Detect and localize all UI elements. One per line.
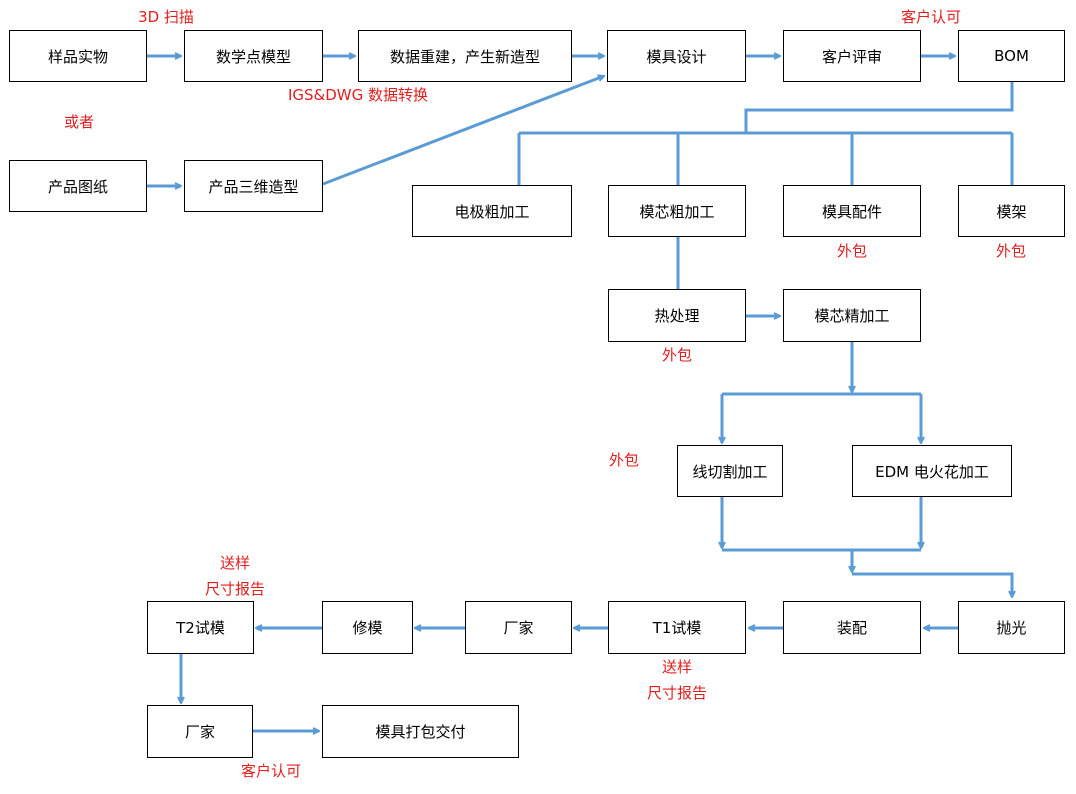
note-customer-approve-bottom: 客户认可 <box>240 762 302 780</box>
arrow-to-polish <box>852 572 1012 597</box>
node-heat: 热处理 <box>608 289 746 342</box>
node-customer-review: 客户评审 <box>783 30 921 82</box>
node-model3d: 产品三维造型 <box>184 160 323 212</box>
node-core-fine: 模芯精加工 <box>783 289 921 342</box>
node-t1: T1试模 <box>608 601 746 654</box>
node-wire-cut: 线切割加工 <box>677 445 783 497</box>
note-t1-size-report: 尺寸报告 <box>646 684 708 702</box>
note-outsource-heat: 外包 <box>661 346 693 364</box>
node-factory2: 厂家 <box>147 705 253 758</box>
node-rebuild: 数据重建，产生新造型 <box>358 30 572 82</box>
node-mold-design: 模具设计 <box>607 30 746 82</box>
note-outsource-wire: 外包 <box>608 451 640 469</box>
note-outsource-parts: 外包 <box>836 242 868 260</box>
note-t2-send-sample: 送样 <box>219 554 251 572</box>
node-point-model: 数学点模型 <box>184 30 323 82</box>
note-t2-size-report: 尺寸报告 <box>204 580 266 598</box>
node-drawing: 产品图纸 <box>9 160 147 212</box>
note-outsource-frame: 外包 <box>995 242 1027 260</box>
note-3d-scan: 3D 扫描 <box>138 8 194 26</box>
node-assembly: 装配 <box>783 601 921 654</box>
node-polish: 抛光 <box>958 601 1065 654</box>
note-customer-approve-top: 客户认可 <box>900 8 962 26</box>
node-sample: 样品实物 <box>9 30 147 82</box>
node-repair: 修模 <box>322 601 413 654</box>
node-parts: 模具配件 <box>783 185 921 237</box>
node-t2: T2试模 <box>147 601 254 654</box>
node-bom: BOM <box>958 30 1065 82</box>
note-or: 或者 <box>63 113 95 131</box>
node-edm: EDM 电火花加工 <box>852 445 1012 497</box>
node-factory1: 厂家 <box>465 601 572 654</box>
node-core-rough: 模芯粗加工 <box>608 185 746 237</box>
arrow-model3d-to-mold-design <box>322 76 604 186</box>
node-delivery: 模具打包交付 <box>322 705 519 758</box>
node-electrode: 电极粗加工 <box>412 185 572 237</box>
note-t1-send-sample: 送样 <box>661 658 693 676</box>
note-igs-dwg: IGS&DWG 数据转换 <box>287 86 429 104</box>
line-bom-down <box>744 82 1014 133</box>
node-frame: 模架 <box>958 185 1065 237</box>
